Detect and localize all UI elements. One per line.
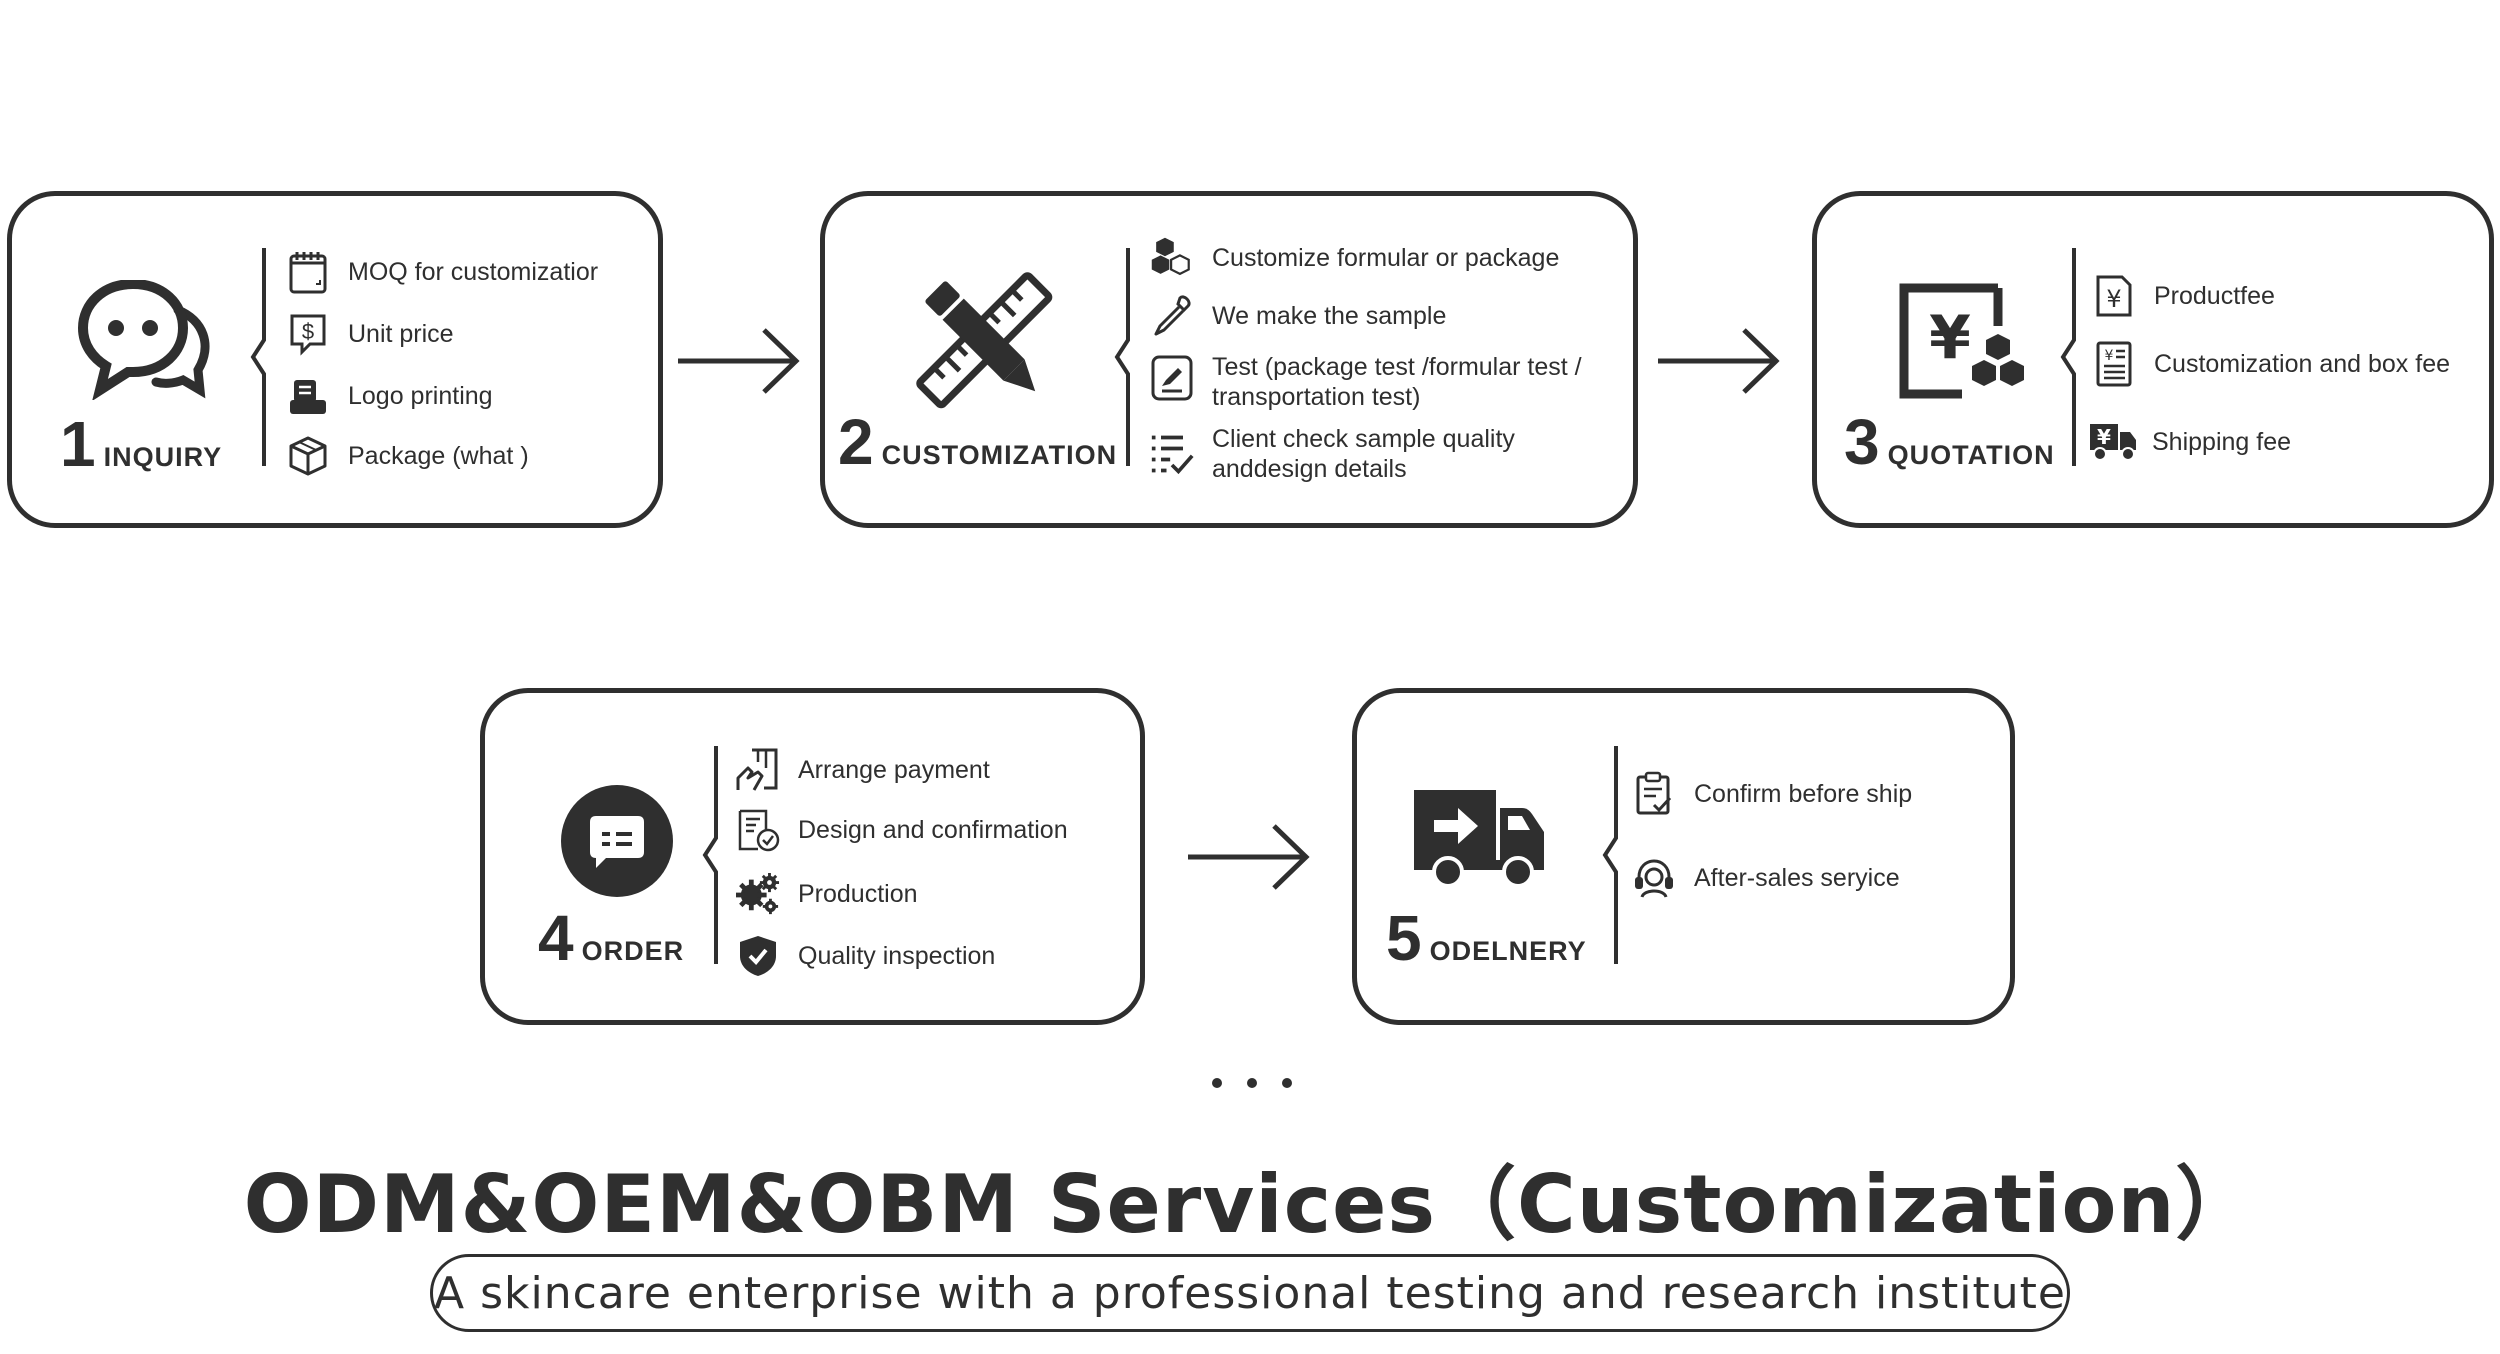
- subtitle-pill: A skincare enterprise with a professiona…: [430, 1254, 2070, 1332]
- arrow-right-icon: [678, 328, 800, 394]
- list-item: Production: [736, 872, 918, 916]
- bracket-divider: [1114, 248, 1130, 466]
- list-item: Quality inspection: [736, 934, 995, 978]
- step-number: 3: [1844, 406, 1880, 478]
- step-name: INQUIRY: [103, 442, 223, 472]
- clipboard-check-icon: [1632, 771, 1676, 816]
- item-text: Package (what ): [348, 442, 529, 470]
- item-text: Confirm before ship: [1694, 780, 1913, 808]
- step-label-delivery: 5 ODELNERY: [1386, 906, 1587, 970]
- svg-text:¥: ¥: [2105, 348, 2114, 364]
- box-icon: [286, 434, 330, 478]
- step-number: 4: [538, 902, 574, 974]
- step-number: 1: [60, 408, 96, 480]
- pencil-ruler-icon: [910, 266, 1060, 416]
- svg-text:¥: ¥: [2106, 285, 2121, 313]
- list-item: ¥ Productfee: [2092, 274, 2275, 318]
- item-text: Arrange payment: [798, 756, 990, 784]
- dollar-tag-icon: $: [286, 312, 330, 356]
- bracket-divider: [2060, 248, 2076, 466]
- bracket-divider: [1602, 746, 1618, 964]
- doc-check-icon: [736, 808, 780, 852]
- list-item: Confirm before ship: [1632, 771, 1913, 816]
- item-text: MOQ for customizatior: [348, 258, 599, 286]
- svg-text:¥: ¥: [2097, 425, 2111, 449]
- list-item: Arrange payment: [736, 748, 990, 792]
- headset-icon: [1632, 856, 1676, 900]
- item-text: Productfee: [2154, 282, 2275, 310]
- page-subtitle: A skincare enterprise with a professiona…: [433, 1267, 2066, 1319]
- item-text: Quality inspection: [798, 942, 996, 970]
- checklist-icon: [1150, 432, 1194, 476]
- list-item: Logo printing: [286, 374, 493, 418]
- step-name: ORDER: [581, 936, 685, 966]
- svg-text:$: $: [302, 319, 314, 344]
- yen-truck-icon: ¥: [2088, 420, 2138, 464]
- yen-list-icon: ¥: [2092, 341, 2136, 387]
- item-text: anddesign details: [1212, 455, 1407, 483]
- step-number: 5: [1386, 902, 1422, 974]
- item-text: transportation test): [1212, 383, 1421, 411]
- list-item: $ Unit price: [286, 312, 454, 356]
- message-circle-icon: [560, 784, 674, 898]
- list-item: Customize formular or package: [1150, 236, 1559, 280]
- shield-check-icon: [736, 934, 780, 978]
- list-item: MOQ for customizatior: [286, 250, 598, 294]
- yen-frame-icon: ¥: [1898, 282, 2034, 412]
- step-name: CUSTOMIZATION: [881, 440, 1118, 470]
- hand-doc-icon: [736, 748, 780, 792]
- ellipsis-dots: [1212, 1078, 1292, 1088]
- chat-bubbles-icon: [78, 280, 228, 400]
- gears-icon: [736, 872, 780, 916]
- step-number: 2: [838, 406, 874, 478]
- item-text: We make the sample: [1212, 302, 1447, 330]
- arrow-right-icon: [1658, 328, 1780, 394]
- item-text: Test (package test /formular test /: [1212, 353, 1582, 381]
- arrow-right-icon: [1188, 824, 1310, 890]
- dropper-icon: [1150, 294, 1194, 338]
- item-text: Customization and box fee: [2154, 350, 2451, 378]
- step-label-customization: 2 CUSTOMIZATION: [838, 410, 1117, 474]
- delivery-truck-icon: [1412, 788, 1548, 890]
- bracket-divider: [250, 248, 266, 466]
- list-item: We make the sample: [1150, 294, 1446, 338]
- notepad-icon: [286, 250, 330, 294]
- list-item: Test (package test /formular test / tran…: [1150, 352, 1582, 412]
- step-label-quotation: 3 QUOTATION: [1844, 410, 2055, 474]
- step-card-quotation: [1812, 191, 2494, 528]
- list-item: ¥ Customization and box fee: [2092, 341, 2451, 387]
- list-item: After-sales seryice: [1632, 856, 1900, 900]
- list-item: Design and confirmation: [736, 808, 1068, 852]
- edit-doc-icon: [1150, 355, 1194, 401]
- step-name: ODELNERY: [1429, 936, 1587, 966]
- list-item: ¥ Shipping fee: [2088, 420, 2291, 464]
- step-card-inquiry: [7, 191, 663, 528]
- page-title: ODM&OEM&OBM Services（Customization）: [243, 1158, 2257, 1251]
- step-label-order: 4 ORDER: [538, 906, 684, 970]
- list-item: Package (what ): [286, 434, 529, 478]
- item-text: Shipping fee: [2152, 428, 2292, 456]
- step-label-inquiry: 1 INQUIRY: [60, 412, 222, 476]
- hexagons-icon: [1150, 236, 1194, 280]
- item-text: Design and confirmation: [798, 816, 1068, 844]
- item-text: Client check sample quality: [1212, 425, 1515, 453]
- item-text: Customize formular or package: [1212, 244, 1560, 272]
- print-stamp-icon: [286, 374, 330, 418]
- item-text: Production: [798, 880, 918, 908]
- step-name: QUOTATION: [1887, 440, 2055, 470]
- item-text: Unit price: [348, 320, 454, 348]
- bracket-divider: [702, 746, 718, 964]
- list-item: Client check sample quality anddesign de…: [1150, 424, 1515, 484]
- yen-doc-icon: ¥: [2092, 274, 2136, 318]
- svg-text:¥: ¥: [1929, 303, 1971, 373]
- item-text: After-sales seryice: [1694, 864, 1900, 892]
- item-text: Logo printing: [348, 382, 493, 410]
